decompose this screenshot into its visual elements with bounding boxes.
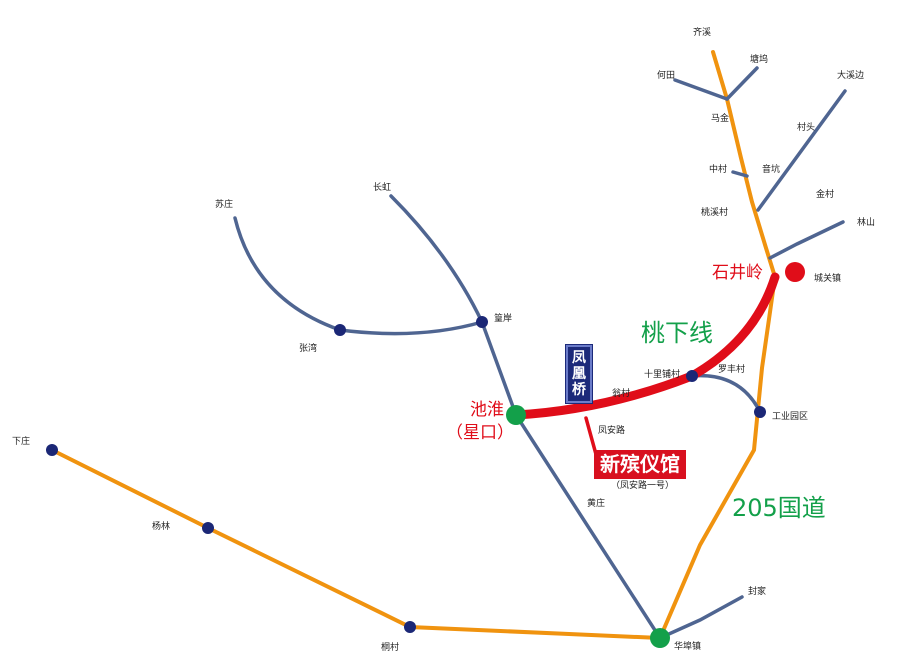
label-tongcun: 桐村 bbox=[381, 643, 400, 653]
label-taoxicun: 桃溪村 bbox=[701, 208, 729, 218]
label-majin: 马金 bbox=[711, 114, 730, 124]
label-xiazhuang: 下庄 bbox=[12, 437, 31, 447]
label-hetian: 何田 bbox=[657, 71, 676, 81]
label-zhongcun: 中村 bbox=[709, 165, 728, 175]
road-luofeng bbox=[690, 373, 762, 414]
label-linshan: 林山 bbox=[857, 218, 876, 228]
label-xingkou: （星口） bbox=[446, 423, 514, 443]
label-taoxiaxian: 桃下线 bbox=[641, 319, 713, 347]
label-huangan: 篁岸 bbox=[494, 314, 513, 324]
label-shijingling: 石井岭 bbox=[712, 263, 763, 283]
node-xiazhuang bbox=[46, 444, 58, 456]
label-gongyeyuanqu: 工业园区 bbox=[772, 412, 809, 422]
node-zhangwan bbox=[334, 324, 346, 336]
node-huangan bbox=[476, 316, 488, 328]
road-fengjia bbox=[658, 595, 744, 640]
label-qixi: 齐溪 bbox=[693, 28, 712, 38]
road-hetian bbox=[673, 78, 729, 101]
label-fengjia: 封家 bbox=[748, 587, 767, 597]
label-shilipucun: 十里铺村 bbox=[644, 370, 681, 380]
label-chengguanzhen: 城关镇 bbox=[814, 274, 842, 284]
label-suzhuang: 苏庄 bbox=[215, 200, 234, 210]
label-hall-address: （凤安路一号） bbox=[611, 481, 675, 491]
node-huabuzhen bbox=[650, 628, 670, 648]
label-tangwu: 塘坞 bbox=[750, 55, 769, 65]
road-xiazhuang-huabu bbox=[50, 448, 662, 640]
label-yanglin: 杨林 bbox=[152, 522, 171, 532]
road-205-guodao bbox=[658, 275, 777, 640]
node-gongyeyuanqu bbox=[754, 406, 766, 418]
road-tangwu bbox=[725, 66, 759, 101]
node-chihuai bbox=[506, 405, 526, 425]
label-chihuai: 池淮 bbox=[470, 400, 504, 420]
node-tongcun bbox=[404, 621, 416, 633]
road-linshan bbox=[768, 220, 845, 260]
label-fenganlu: 凤安路 bbox=[598, 426, 626, 436]
label-205-guodao: 205国道 bbox=[732, 494, 826, 522]
label-cuntou: 村头 bbox=[797, 123, 816, 133]
label-changhong: 长虹 bbox=[373, 183, 392, 193]
label-huabuzhen: 华埠镇 bbox=[674, 642, 702, 652]
road-qixi-chengguan bbox=[711, 50, 777, 279]
fenghuangqiao-badge: 凤凰桥 bbox=[565, 343, 593, 405]
label-jincun: 金村 bbox=[816, 190, 835, 200]
node-yanglin bbox=[202, 522, 214, 534]
road-daxibian bbox=[756, 89, 847, 212]
node-chengguanzhen bbox=[785, 262, 805, 282]
node-shilipu bbox=[686, 370, 698, 382]
label-wengcun: 翁村 bbox=[612, 389, 631, 399]
label-luofengcun: 罗丰村 bbox=[718, 365, 746, 375]
label-huangzhuang: 黄庄 bbox=[587, 499, 606, 509]
label-daxibian: 大溪边 bbox=[837, 71, 865, 81]
label-zhangwan: 张湾 bbox=[299, 344, 318, 354]
road-zhongcun bbox=[731, 170, 749, 178]
road-suzhuang bbox=[233, 216, 484, 336]
label-yinkeng: 音坑 bbox=[762, 165, 781, 175]
new-funeral-hall-badge: 新殡仪馆 bbox=[594, 450, 686, 479]
